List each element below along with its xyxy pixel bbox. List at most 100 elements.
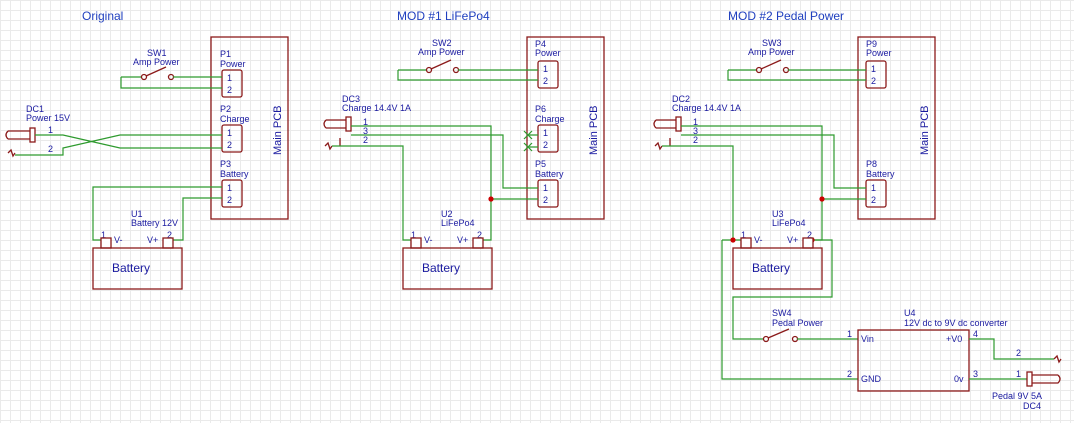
p5-ref: P5 — [535, 159, 546, 169]
connector-p4 — [537, 60, 559, 89]
jack-dc3 — [323, 116, 352, 151]
p4-value: Power — [535, 48, 561, 58]
p9-pin2: 2 — [871, 76, 876, 86]
jack-dc4 — [1026, 354, 1062, 387]
connector-p5 — [537, 179, 559, 208]
u4-pin3: 3 — [973, 369, 978, 379]
u4-pin2: 2 — [847, 369, 852, 379]
connector-p9 — [865, 60, 887, 89]
sw3-ref: SW3 — [762, 38, 782, 48]
section-mod1: Main PCB P4 Power 1 2 P6 Charge 1 2 P5 B… — [323, 36, 605, 290]
u2-value: LiFePo4 — [441, 218, 475, 228]
connector-p6 — [537, 124, 559, 153]
u1-terminal-pos — [162, 237, 174, 249]
u1-terminal-neg — [100, 237, 112, 249]
dc1-pin2: 2 — [48, 144, 53, 154]
switch-sw3 — [755, 59, 790, 74]
dc1-value: Power 15V — [26, 113, 70, 123]
sw3-value: Amp Power — [748, 47, 795, 57]
no-connect-p6 — [523, 130, 533, 152]
u3-pin2: 2 — [807, 230, 812, 240]
main-pcb-label: Main PCB — [272, 105, 284, 155]
sw1-value: Amp Power — [133, 57, 180, 67]
u2-terminal-pos — [472, 237, 484, 249]
p2-pin1: 1 — [227, 128, 232, 138]
p5-value: Battery — [535, 169, 564, 179]
u1-pin1: 1 — [101, 230, 106, 240]
p1-value: Power — [220, 59, 246, 69]
dc3-pin1: 1 — [363, 117, 368, 127]
main-pcb-label: Main PCB — [588, 105, 600, 155]
p9-pin1: 1 — [871, 64, 876, 74]
dc2-pin2: 2 — [693, 135, 698, 145]
battery-u1-label: Battery — [112, 261, 150, 275]
u1-vplus: V+ — [147, 235, 158, 245]
dc4-pin2: 2 — [1016, 348, 1021, 358]
main-pcb-original — [210, 36, 289, 220]
u2-terminal-neg — [410, 237, 422, 249]
dc3-value: Charge 14.4V 1A — [342, 103, 411, 113]
p8-value: Battery — [866, 169, 895, 179]
u4-v0plus: +V0 — [946, 334, 962, 344]
dc2-ref: DC2 — [672, 94, 690, 104]
converter-u4 — [857, 329, 970, 392]
battery-u2-label: Battery — [422, 261, 460, 275]
dc4-pin1: 1 — [1016, 369, 1021, 379]
u2-vminus: V- — [424, 235, 433, 245]
dc1-ref: DC1 — [26, 104, 44, 114]
title-mod2: MOD #2 Pedal Power — [728, 9, 844, 23]
p4-ref: P4 — [535, 39, 546, 49]
sw4-ref: SW4 — [772, 308, 792, 318]
battery-u3 — [732, 247, 823, 290]
dc4-value: Pedal 9V 5A — [992, 391, 1042, 401]
sw1-ref: SW1 — [147, 48, 167, 58]
junction — [488, 196, 494, 202]
connector-p8 — [865, 179, 887, 208]
junction — [730, 237, 736, 243]
u1-pin2: 2 — [167, 230, 172, 240]
p3-value: Battery — [220, 169, 249, 179]
u3-value: LiFePo4 — [772, 218, 806, 228]
u3-terminal-neg — [740, 237, 752, 249]
p5-pin1: 1 — [543, 183, 548, 193]
u4-ref: U4 — [904, 308, 916, 318]
battery-u3-label: Battery — [752, 261, 790, 275]
p6-pin2: 2 — [543, 140, 548, 150]
u3-terminal-pos — [802, 237, 814, 249]
p1-pin2: 2 — [227, 85, 232, 95]
p8-ref: P8 — [866, 159, 877, 169]
u2-vplus: V+ — [457, 235, 468, 245]
u1-vminus: V- — [114, 235, 123, 245]
junction — [819, 196, 825, 202]
switch-sw2 — [425, 59, 460, 74]
battery-u1 — [92, 247, 183, 290]
u1-ref: U1 — [131, 209, 143, 219]
section-original: Main PCB P1 Power 1 2 P2 Charge 1 2 P3 B… — [5, 36, 289, 290]
jack-dc2 — [653, 116, 682, 151]
u3-ref: U3 — [772, 209, 784, 219]
p1-ref: P1 — [220, 49, 231, 59]
dc2-value: Charge 14.4V 1A — [672, 103, 741, 113]
u4-pin4: 4 — [973, 329, 978, 339]
p5-pin2: 2 — [543, 195, 548, 205]
jack-dc1 — [5, 127, 36, 158]
p6-value: Charge — [535, 114, 565, 124]
switch-sw4 — [762, 328, 799, 343]
main-pcb-mod2 — [857, 36, 936, 220]
p4-pin1: 1 — [543, 64, 548, 74]
main-pcb-label: Main PCB — [919, 105, 931, 155]
p2-ref: P2 — [220, 104, 231, 114]
dc4-ref: DC4 — [1023, 401, 1041, 411]
p2-pin2: 2 — [227, 140, 232, 150]
dc3-pin3: 3 — [363, 126, 368, 136]
dc1-pin1: 1 — [48, 125, 53, 135]
dc3-ref: DC3 — [342, 94, 360, 104]
dc2-pin3: 3 — [693, 126, 698, 136]
p8-pin1: 1 — [871, 183, 876, 193]
section-mod2: Main PCB P9 Power 1 2 P8 Battery 1 2 SW3… — [653, 36, 1062, 411]
title-mod1: MOD #1 LiFePo4 — [397, 9, 490, 23]
p6-pin1: 1 — [543, 128, 548, 138]
p3-pin2: 2 — [227, 195, 232, 205]
